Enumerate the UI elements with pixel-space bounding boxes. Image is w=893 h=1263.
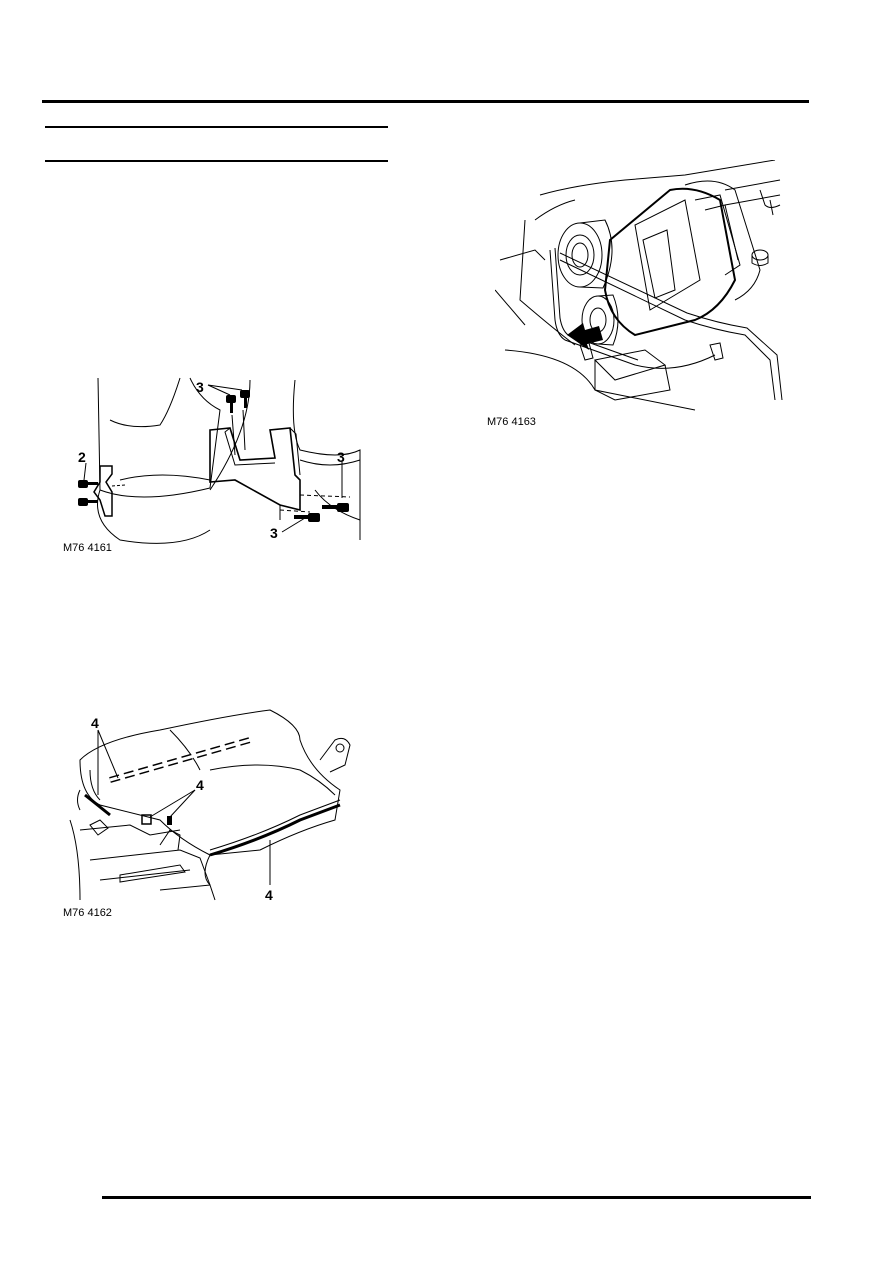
callout-4-bottom: 4 (265, 887, 273, 903)
section-rule-lower (45, 160, 388, 162)
callout-4-middle: 4 (196, 777, 204, 793)
seat-pivot-illustration (495, 160, 783, 411)
callout-3-top: 3 (196, 379, 204, 395)
figure-seat-pivot (495, 160, 795, 415)
callout-4-top: 4 (91, 715, 99, 731)
figure-caption-4161: M76 4161 (63, 542, 112, 554)
figure-seat-cushion: 4 4 4 (60, 700, 380, 910)
header-rule-top (42, 100, 809, 103)
seat-cushion-illustration: 4 4 4 (69, 709, 351, 903)
figure-seat-bracket: 3 2 3 3 (60, 370, 380, 560)
figure-caption-4162: M76 4162 (63, 907, 112, 919)
section-rule-upper (45, 126, 388, 128)
callout-3-bottom: 3 (270, 525, 278, 541)
seat-bracket-illustration: 3 2 3 3 (78, 377, 361, 544)
callout-2: 2 (78, 449, 86, 465)
figure-caption-4163: M76 4163 (487, 416, 536, 428)
callout-3-right: 3 (337, 449, 345, 465)
footer-rule (102, 1196, 811, 1199)
